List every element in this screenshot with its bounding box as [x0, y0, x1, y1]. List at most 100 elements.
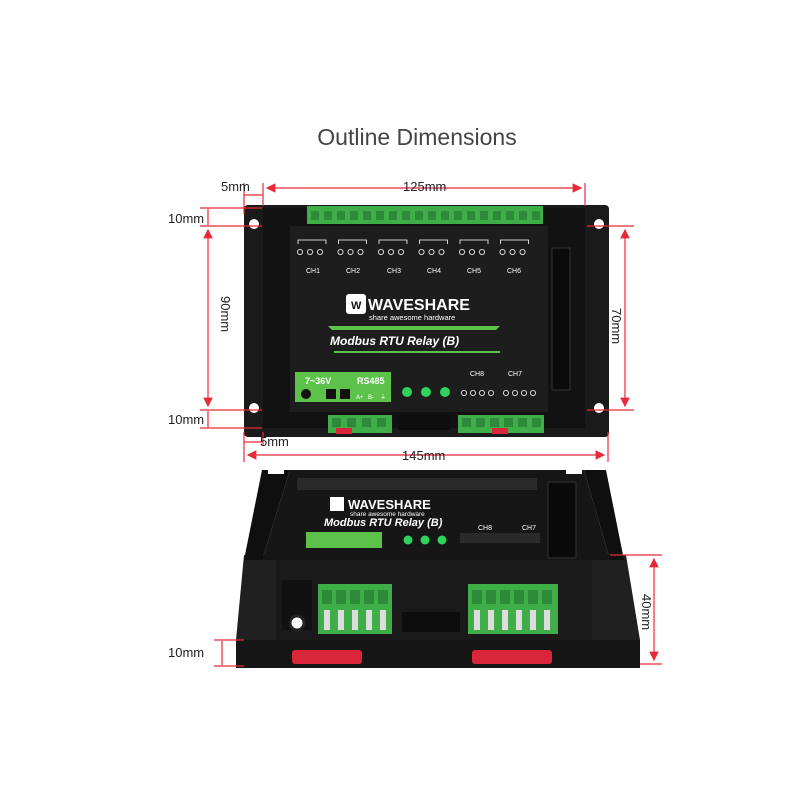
left-wing	[236, 555, 276, 640]
power-jack	[301, 389, 311, 399]
channel-label: CH3	[387, 268, 401, 275]
terminal-screw	[311, 211, 319, 220]
terminal-screw	[332, 418, 341, 427]
right-bevel	[584, 470, 624, 560]
terminal-slot	[366, 610, 372, 630]
terminal-slot	[338, 610, 344, 630]
dim-label-top-height: 10mm	[168, 211, 204, 226]
status-led	[437, 535, 447, 545]
terminal-screw	[472, 590, 482, 604]
relay-contact	[519, 248, 526, 255]
relay-bracket	[459, 239, 489, 244]
relay-bracket	[419, 239, 448, 244]
relay-bracket	[500, 239, 529, 244]
terminal-screw	[490, 418, 499, 427]
power-plus	[326, 389, 336, 399]
channel-label: CH8	[478, 525, 492, 532]
relay-strip	[460, 533, 540, 543]
terminal-screw	[324, 211, 332, 220]
terminal-screw	[454, 211, 462, 220]
dim-label-bottom-height: 10mm	[168, 412, 204, 427]
mount-hole	[249, 219, 259, 229]
channel-label: CH1	[306, 268, 320, 275]
terminal-screw	[506, 211, 514, 220]
channel-label: CH8	[470, 371, 484, 378]
terminal-screw	[364, 590, 374, 604]
relay-contact	[296, 248, 303, 255]
terminal-slot	[502, 610, 508, 630]
status-led	[420, 535, 430, 545]
channel-label: CH6	[507, 268, 521, 275]
terminal-screw	[467, 211, 475, 220]
dim-label-base-height: 10mm	[168, 645, 204, 660]
terminal-screw	[441, 211, 449, 220]
rail-clip	[292, 650, 362, 664]
relay-contact	[468, 248, 475, 255]
brand-name: WAVESHARE	[368, 297, 470, 314]
terminal-screw	[518, 418, 527, 427]
center-connector	[398, 414, 450, 430]
relay-contact	[316, 248, 323, 255]
dim-label-body-height: 90mm	[218, 296, 233, 332]
relay-contact	[306, 248, 313, 255]
dim-label-body-width: 125mm	[403, 179, 446, 194]
relay-symbols	[296, 239, 529, 255]
relay-contact	[469, 389, 476, 396]
channel-label: CH5	[467, 268, 481, 275]
mount-hole	[249, 403, 259, 413]
product-name: Modbus RTU Relay (B)	[330, 334, 459, 348]
perspective-view: WAVESHARE share awesome hardware Modbus …	[236, 466, 640, 668]
terminal-screw	[337, 211, 345, 220]
relay-contact	[418, 248, 425, 255]
terminal-screw	[362, 418, 371, 427]
status-led	[421, 387, 431, 397]
waveshare-logo-icon	[346, 294, 366, 314]
mount-hole	[594, 219, 604, 229]
dim-label-top-margin: 5mm	[221, 179, 250, 194]
power-minus	[340, 389, 350, 399]
relay-contact	[509, 248, 516, 255]
relay-symbols-bottom	[460, 389, 537, 396]
relay-contact	[397, 248, 404, 255]
terminal-slot	[352, 610, 358, 630]
top-terminal-block	[307, 206, 543, 224]
terminal-screw	[322, 590, 332, 604]
perspective-dimensions: 40mm 10mm	[168, 554, 662, 667]
brand-tagline: share awesome hardware	[369, 313, 455, 322]
rs485-label-bg	[355, 372, 391, 402]
relay-contact	[357, 248, 364, 255]
channel-label: CH7	[508, 371, 522, 378]
terminal-screw	[532, 211, 540, 220]
dim-label-inner-height: 70mm	[609, 308, 624, 344]
terminal-slot	[380, 610, 386, 630]
terminal-screw	[415, 211, 423, 220]
terminal-slot	[488, 610, 494, 630]
relay-contact	[478, 389, 485, 396]
diagram-title: Outline Dimensions	[317, 124, 517, 150]
channel-strip	[297, 478, 537, 490]
relay-contact	[521, 389, 528, 396]
relay-contact	[512, 389, 519, 396]
svg-text:W: W	[351, 300, 362, 312]
terminal-screw	[350, 590, 360, 604]
terminal-screw	[486, 590, 496, 604]
terminal-screw	[493, 211, 501, 220]
relay-bracket	[338, 239, 367, 244]
relay-contact	[478, 248, 485, 255]
terminal-screw	[519, 211, 527, 220]
waveshare-logo-icon	[330, 497, 344, 511]
terminal-screw	[336, 590, 346, 604]
top-view-dimensions: 125mm 5mm 10mm 90mm 10mm 70mm 5mm 145mm	[168, 179, 634, 463]
relay-contact	[347, 248, 354, 255]
terminal-screw	[542, 590, 552, 604]
terminal-screw	[347, 418, 356, 427]
terminal-screw	[350, 211, 358, 220]
brand-name: WAVESHARE	[348, 497, 431, 512]
right-wing	[592, 555, 640, 640]
relay-contact	[502, 389, 509, 396]
mount-hole	[268, 466, 284, 474]
rs485-pin-a: A+	[356, 395, 364, 401]
relay-contact	[387, 248, 394, 255]
terminal-screw	[532, 418, 541, 427]
